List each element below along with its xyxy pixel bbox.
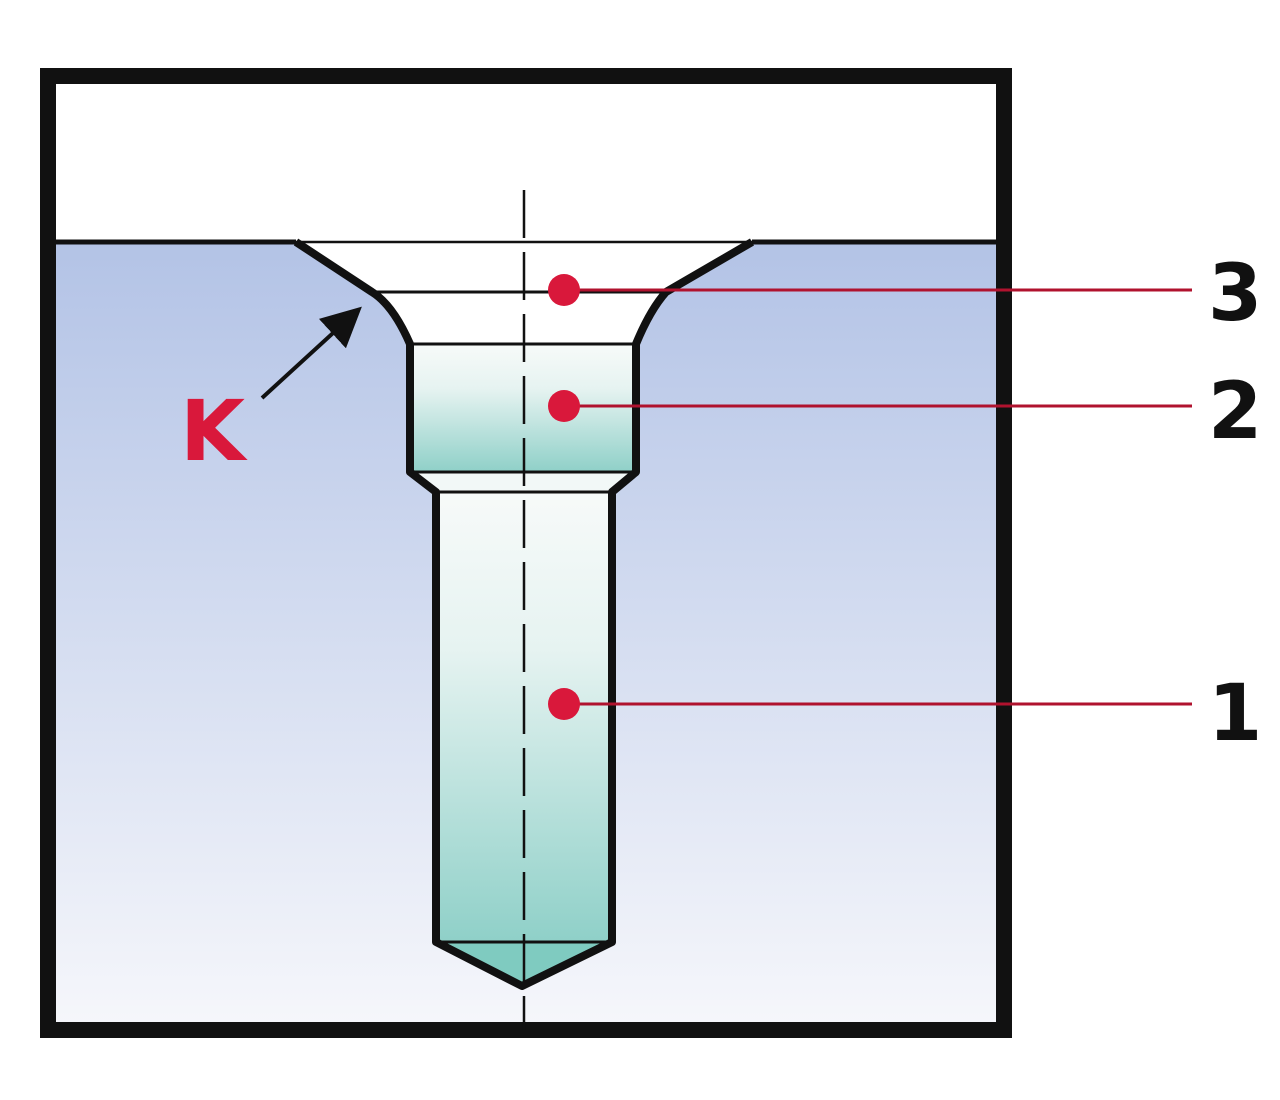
hole-profile: [293, 238, 755, 990]
callout-dot-2: [548, 390, 580, 422]
callout-dot-3: [548, 274, 580, 306]
outer-frame: [40, 68, 1012, 1038]
chamfer-arrow: [260, 306, 362, 400]
callout-label-2: 2: [1208, 367, 1262, 457]
air-space: [48, 76, 1004, 242]
callout-label-1: 1: [1208, 669, 1262, 759]
chamfer-label-k: K: [180, 382, 248, 480]
callout-dot-1: [548, 688, 580, 720]
callout-label-3: 3: [1208, 249, 1262, 339]
